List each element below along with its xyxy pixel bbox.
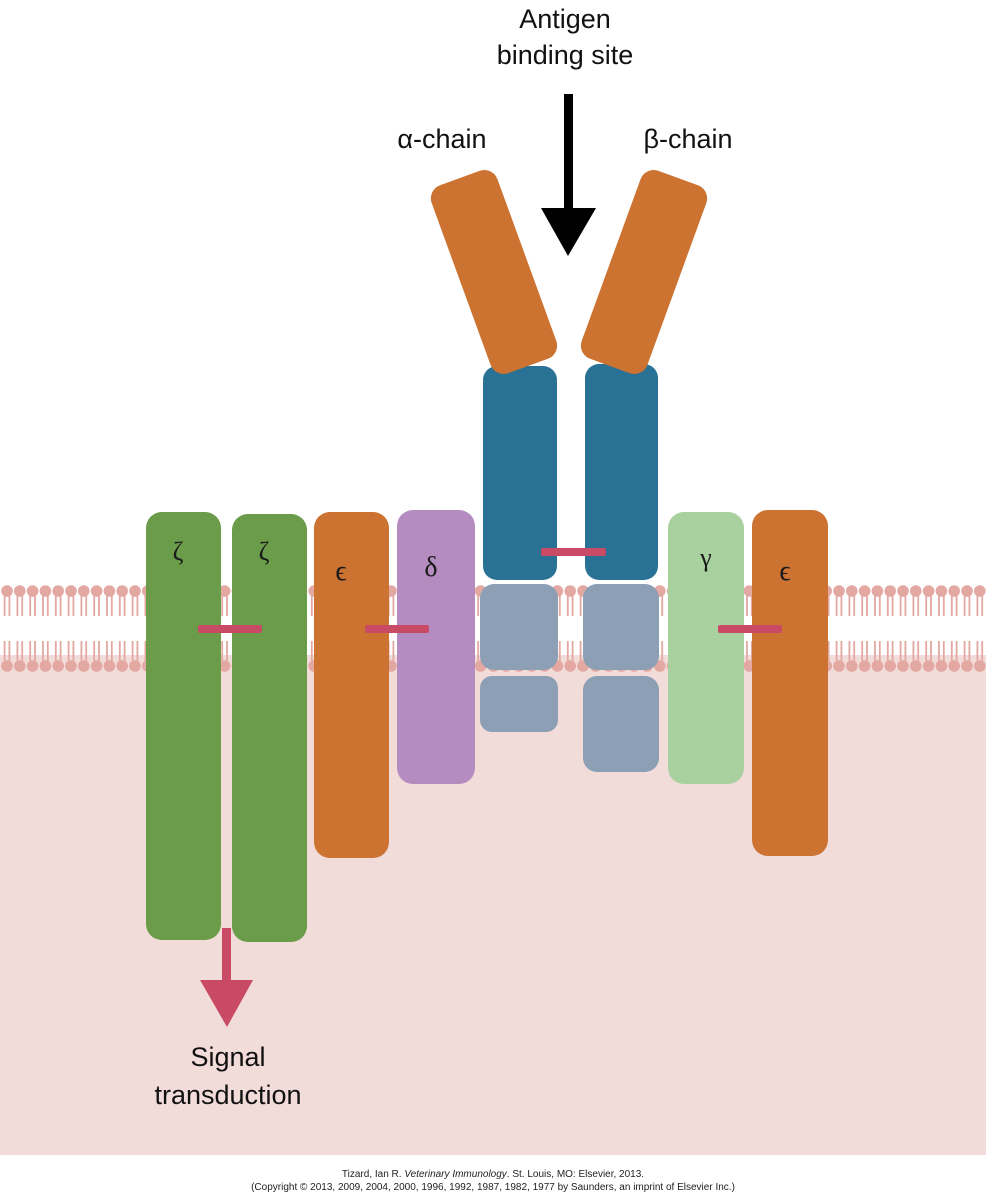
lipid-head <box>564 585 576 597</box>
lipid-head <box>116 660 128 672</box>
lipid-head <box>39 660 52 672</box>
lipid-head <box>846 585 858 597</box>
alpha-chain-constant-domain <box>483 366 557 580</box>
lipid-head <box>52 585 64 597</box>
lipid-head <box>910 585 922 597</box>
lipid-head <box>884 585 896 597</box>
figure-credit: Tizard, Ian R. Veterinary Immunology. St… <box>0 1168 986 1194</box>
beta-chain-label: β-chain <box>643 124 732 154</box>
beta-chain-transmembrane-segment-2 <box>583 676 659 772</box>
lipid-head <box>1 585 13 597</box>
lipid-head <box>564 660 576 672</box>
lipid-head <box>897 585 909 597</box>
epsilon-delta-bond <box>365 625 429 633</box>
alpha-chain-transmembrane-segment-2 <box>480 676 558 732</box>
lipid-head <box>871 660 884 672</box>
alpha-chain-label: α-chain <box>397 124 486 154</box>
antigen-arrow-shaft <box>564 94 573 210</box>
lipid-head <box>897 660 909 672</box>
zeta-chain-left <box>146 512 221 940</box>
lipid-head <box>858 660 871 672</box>
beta-chain-constant-domain <box>585 364 658 580</box>
beta-chain-transmembrane-segment-1 <box>583 584 659 670</box>
signal-arrow-head <box>200 980 253 1027</box>
lipid-head <box>948 585 960 597</box>
lipid-head <box>65 660 77 672</box>
lipid-head <box>78 660 90 672</box>
lipid-head <box>833 660 845 672</box>
epsilon-left-symbol: ϵ <box>335 556 346 587</box>
lipid-head <box>65 585 77 597</box>
delta-chain <box>397 510 475 784</box>
lipid-head <box>871 585 884 597</box>
lipid-head <box>90 660 103 672</box>
lipid-head <box>78 585 90 597</box>
lipid-head <box>910 660 922 672</box>
lipid-head <box>846 660 858 672</box>
lipid-head <box>922 585 935 597</box>
zeta-right-symbol: ζ <box>259 537 270 566</box>
signal-arrow-shaft <box>222 928 231 984</box>
epsilon-right-symbol: ϵ <box>779 556 790 587</box>
epsilon-chain-left <box>314 512 389 858</box>
zeta-left-symbol: ζ <box>173 537 184 566</box>
lipid-head <box>974 660 986 672</box>
lipid-head <box>833 585 845 597</box>
lipid-head <box>26 585 39 597</box>
zeta-zeta-bond <box>198 625 262 633</box>
lipid-head <box>129 660 141 672</box>
lipid-head <box>948 660 960 672</box>
lipid-head <box>935 585 948 597</box>
lipid-head <box>103 585 116 597</box>
lipid-head <box>13 660 26 672</box>
lipid-head <box>922 660 935 672</box>
credit-line-2: (Copyright © 2013, 2009, 2004, 2000, 199… <box>251 1182 735 1193</box>
antigen-label-line1: Antigen <box>519 4 611 34</box>
lipid-head <box>858 585 871 597</box>
epsilon-chain-right <box>752 510 828 856</box>
lipid-head <box>129 585 141 597</box>
lipid-head <box>90 585 103 597</box>
credit-line-1-suffix: . St. Louis, MO: Elsevier, 2013. <box>506 1169 645 1180</box>
lipid-head <box>103 660 116 672</box>
alpha-chain-transmembrane-segment-1 <box>480 584 558 670</box>
signal-label-line2: transduction <box>154 1080 301 1110</box>
credit-book-title: Veterinary Immunology <box>404 1169 507 1180</box>
antigen-label-line2: binding site <box>497 40 634 70</box>
lipid-head <box>116 585 128 597</box>
lipid-head <box>961 585 973 597</box>
lipid-head <box>884 660 896 672</box>
beta-chain-variable-domain <box>580 170 708 374</box>
lipid-head <box>39 585 52 597</box>
credit-line-1: Tizard, Ian R. Veterinary Immunology. St… <box>0 1168 986 1181</box>
credit-line-1-prefix: Tizard, Ian R. <box>341 1169 405 1180</box>
lipid-head <box>1 660 13 672</box>
lipid-head <box>26 660 39 672</box>
gamma-symbol: γ <box>699 543 712 572</box>
zeta-chain-right <box>232 514 307 942</box>
alpha-beta-bond <box>541 548 606 556</box>
antigen-arrow-head <box>541 208 596 256</box>
gamma-epsilon-bond <box>718 625 782 633</box>
lipid-head <box>935 660 948 672</box>
gamma-chain <box>668 512 744 784</box>
alpha-chain-variable-domain <box>430 170 558 374</box>
lipid-head <box>218 660 231 672</box>
delta-symbol: δ <box>424 552 437 583</box>
lipid-head <box>961 660 973 672</box>
lipid-head <box>218 585 231 597</box>
lipid-head <box>13 585 26 597</box>
signal-label-line1: Signal <box>190 1042 265 1072</box>
lipid-head <box>974 585 986 597</box>
lipid-head <box>52 660 64 672</box>
